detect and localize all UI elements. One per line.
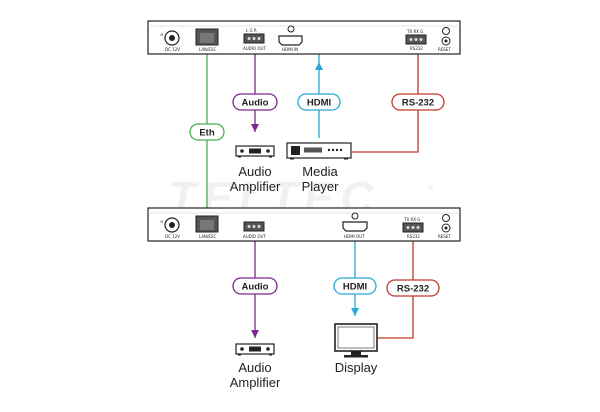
hdmi-in-port: HDMI IN [278,35,303,52]
player-label-line1: Media [302,164,338,179]
hdmi-arrow-bottom [351,308,359,316]
rs232-pill-top: RS-232 [391,93,445,111]
rs232-label: RS232 [410,46,423,51]
audio-pill-top: Audio [232,93,278,111]
dc-label: DC 12V [165,47,180,52]
rs232-cable-top [352,50,419,153]
hdmi-out-label: HDMI OUT [344,234,365,239]
rs232-pins-label: TX RX G [403,217,420,222]
amp-bottom-label-line2: Amplifier [230,375,281,390]
rs232-pill-bottom-label: RS-232 [397,284,429,295]
transmitter-panel: ⊖ DC 12V LAN/ESC L G R AUDIO OUT HDMI IN… [147,20,461,55]
eth-pill: Eth [189,123,225,141]
eth-pill-label: Eth [199,128,215,139]
dc-label: DC 12V [165,234,180,239]
hdmi-arrow-top [315,62,323,70]
lan-port: LAN/ESC [195,215,219,239]
reset-label: RESET [438,47,451,52]
hdmi-pill-bottom-label: HDMI [343,282,367,293]
audio-arrow-top [251,124,259,132]
receiver-panel: ⊖ DC 12V LAN/ESC AUDIO OUT HDMI OUT TX R… [147,207,461,242]
hdmi-pill-top-label: HDMI [307,98,331,109]
reset-label: RESET [438,234,451,239]
audio-pins-label: L G R [246,28,257,33]
svg-text:⊖: ⊖ [160,32,163,37]
screw-icon [351,212,359,220]
amp-bottom-label-line1: Audio [238,360,271,375]
display-label: Display [335,360,378,375]
screw-icon [287,25,295,33]
hdmi-out-port: HDMI OUT [342,221,368,239]
audio-arrow-bottom [251,330,259,338]
audio-pill-bottom: Audio [232,277,278,295]
audio-out-port: AUDIO OUT [243,221,266,239]
audio-amplifier-icon [235,343,275,356]
svg-text:⊖: ⊖ [160,219,163,224]
dc-power-jack: ⊖ DC 12V [160,217,180,239]
rs232-cable-bottom [378,240,414,339]
lan-label: LAN/ESC [199,47,216,52]
amp-top-label-line1: Audio [238,164,271,179]
audio-out-port: L G R AUDIO OUT [243,28,266,51]
rs232-pill-bottom: RS-232 [386,279,440,297]
audio-out-label: AUDIO OUT [243,46,266,51]
rs232-pins-label: TX RX G [406,29,423,34]
media-player-icon [286,142,352,160]
dc-power-jack: ⊖ DC 12V [160,30,180,52]
hdmi-in-label: HDMI IN [282,47,298,52]
player-label-line2: Player [302,179,340,194]
rs232-label: RS232 [407,234,420,239]
amp-top-label-line2: Amplifier [230,179,281,194]
display-monitor-icon [334,323,378,358]
rs232-port: TX RX G RS232 [405,29,427,51]
reset-button: RESET [438,214,451,239]
hdmi-pill-top: HDMI [297,93,341,111]
rs232-pill-top-label: RS-232 [402,98,434,109]
audio-pill-bottom-label: Audio [242,282,269,293]
audio-amplifier-icon [235,145,275,158]
lan-label: LAN/ESC [199,234,216,239]
audio-pill-top-label: Audio [242,98,269,109]
lan-port: LAN/ESC [195,28,219,52]
reset-button: RESET [438,27,451,52]
hdmi-pill-bottom: HDMI [333,277,377,295]
rs232-port: TX RX G RS232 [402,217,424,239]
audio-out-label: AUDIO OUT [243,234,266,239]
watermark-registered-mark: ® [428,184,434,192]
